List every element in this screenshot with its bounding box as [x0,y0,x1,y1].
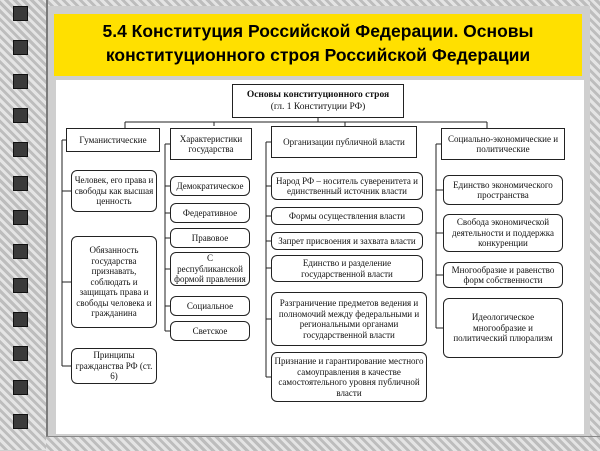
frame-square-icon [13,414,28,429]
public-power-item-2: Формы осуществления власти [271,207,423,225]
state-item-1: Демократическое [170,176,250,196]
humanistic-item-3: Принципы гражданства РФ (ст. 6) [71,348,157,384]
socio-item-3: Многообразие и равенство форм собственно… [443,262,563,288]
frame-square-icon [13,74,28,89]
frame-left-border [0,0,48,450]
slide-title: 5.4 Конституция Российской Федерации. Ос… [54,14,582,76]
frame-top-border [46,0,600,6]
column-header-socio-economic: Социально-экономические и политические [441,128,565,160]
frame-square-icon [13,40,28,55]
column-header-public-power: Организации публичной власти [271,126,417,158]
state-item-5: Социальное [170,296,250,316]
root-line1: Основы конституционного строя [246,90,390,100]
frame-square-icon [13,6,28,21]
frame-right-border [590,0,600,450]
column-header-humanistic: Гуманистические [66,128,160,152]
frame-square-icon [13,244,28,259]
humanistic-item-2: Обязанность государства признавать, собл… [71,236,157,328]
socio-item-2: Свобода экономической деятельности и под… [443,214,563,252]
frame-square-icon [13,176,28,191]
root-line2: (гл. 1 Конституции РФ) [270,102,366,112]
state-item-2: Федеративное [170,203,250,223]
humanistic-item-1: Человек, его права и свободы как высшая … [71,170,157,212]
frame-square-icon [13,380,28,395]
root-box: Основы конституционного строя (гл. 1 Кон… [232,84,404,118]
public-power-item-1: Народ РФ – носитель суверенитета и единс… [271,172,423,200]
frame-bottom-border [46,436,600,451]
public-power-item-4: Единство и разделение государственной вл… [271,255,423,282]
public-power-item-5: Разграничение предметов ведения и полном… [271,292,427,346]
frame-square-icon [13,142,28,157]
frame-square-icon [13,210,28,225]
socio-item-1: Единство экономического пространства [443,175,563,205]
frame-square-icon [13,278,28,293]
frame-square-icon [13,108,28,123]
frame-square-icon [13,346,28,361]
public-power-item-3: Запрет присвоения и захвата власти [271,232,423,250]
public-power-item-6: Признание и гарантирование местного само… [271,352,427,402]
state-item-3: Правовое [170,228,250,248]
frame-square-icon [13,312,28,327]
column-header-state-characteristics: Характеристики государства [170,128,252,160]
state-item-4: С республиканской формой правления [170,252,250,286]
state-item-6: Светское [170,321,250,341]
socio-item-4: Идеологическое многообразие и политическ… [443,298,563,358]
